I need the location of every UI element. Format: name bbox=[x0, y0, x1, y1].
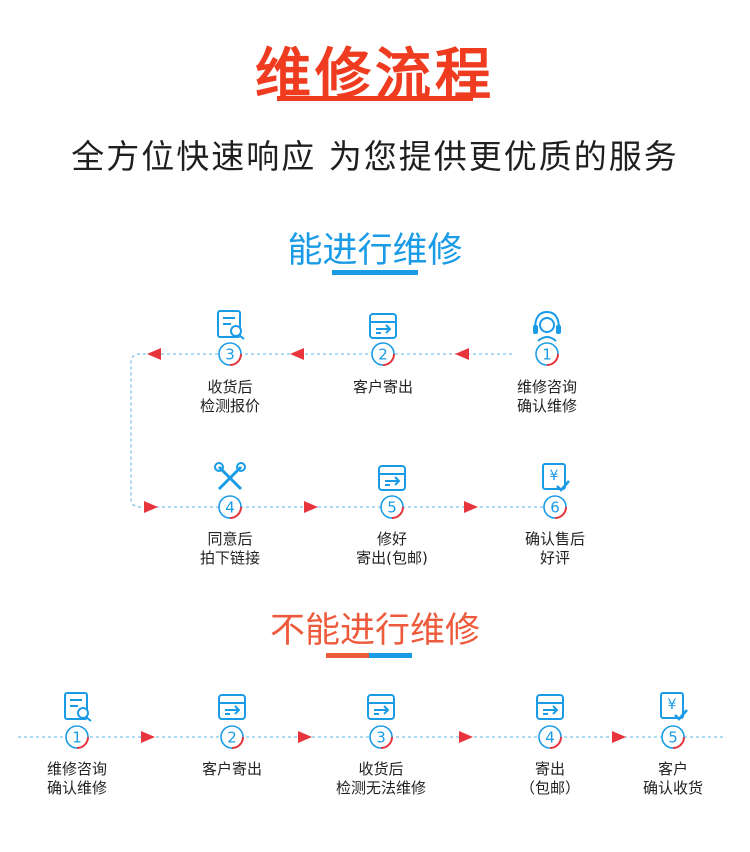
step-circle-accent bbox=[391, 506, 404, 519]
arrow-left bbox=[290, 348, 304, 360]
step-number: 3 bbox=[225, 346, 235, 364]
box-icon bbox=[536, 694, 564, 720]
step-label: 收货后 检测报价 bbox=[199, 378, 260, 415]
yen-check-icon bbox=[659, 691, 689, 721]
arrow-right bbox=[144, 501, 158, 513]
step-label: 确认售后 好评 bbox=[524, 530, 585, 567]
title-underline bbox=[277, 96, 473, 101]
step-number: 1 bbox=[542, 346, 552, 364]
step-label: 寄出 （包邮） bbox=[519, 760, 580, 797]
step-circle-accent bbox=[382, 353, 395, 366]
arrow-left bbox=[147, 348, 161, 360]
tools-icon bbox=[213, 461, 247, 491]
step-label: 收货后 检测无法维修 bbox=[335, 760, 426, 797]
unrepairable-arrows bbox=[141, 731, 626, 743]
step-number: 5 bbox=[387, 499, 397, 517]
section-repairable-underline bbox=[332, 270, 418, 275]
step-number: 3 bbox=[376, 729, 386, 747]
step-label: 维修咨询 确认维修 bbox=[46, 760, 107, 797]
arrow-right bbox=[612, 731, 626, 743]
box-icon bbox=[367, 694, 395, 720]
arrow-right bbox=[304, 501, 318, 513]
document-search-icon bbox=[217, 310, 245, 340]
step-circle-accent bbox=[76, 736, 89, 749]
repairable-connectors bbox=[130, 353, 560, 508]
step-number: 2 bbox=[227, 729, 237, 747]
section-repairable-title: 能进行维修 bbox=[287, 231, 463, 271]
step-circle-accent bbox=[549, 736, 562, 749]
step-label: 修好 寄出(包邮) bbox=[356, 530, 428, 567]
step-circle-accent bbox=[229, 506, 242, 519]
arrow-right bbox=[464, 501, 478, 513]
step-label: 同意后 拍下链接 bbox=[199, 530, 260, 567]
step-number: 1 bbox=[72, 729, 82, 747]
step-label: 客户 确认收货 bbox=[642, 760, 703, 797]
box-icon bbox=[218, 694, 246, 720]
step-circle-accent bbox=[554, 506, 567, 519]
step-number: 2 bbox=[378, 346, 388, 364]
headset-icon bbox=[532, 311, 562, 342]
step-label: 维修咨询 确认维修 bbox=[516, 378, 577, 415]
arrow-left bbox=[455, 348, 469, 360]
step-circle-accent bbox=[546, 353, 559, 366]
step-circle-accent bbox=[672, 736, 685, 749]
step-number: 6 bbox=[550, 499, 560, 517]
step-circle-accent bbox=[229, 353, 242, 366]
section-unrepairable-underline bbox=[326, 653, 412, 658]
step-number: 4 bbox=[225, 499, 235, 517]
box-icon bbox=[378, 465, 406, 491]
arrow-right bbox=[459, 731, 473, 743]
arrow-right bbox=[298, 731, 312, 743]
step-label: 客户寄出 bbox=[201, 760, 262, 778]
box-icon bbox=[369, 313, 397, 339]
arrow-right bbox=[141, 731, 155, 743]
page-subtitle: 全方位快速响应 为您提供更优质的服务 bbox=[71, 137, 679, 176]
step-circle-accent bbox=[380, 736, 393, 749]
step-label: 客户寄出 bbox=[352, 378, 413, 396]
section-unrepairable-title: 不能进行维修 bbox=[269, 611, 480, 651]
step-number: 4 bbox=[545, 729, 555, 747]
document-search-icon bbox=[64, 692, 92, 722]
step-number: 5 bbox=[668, 729, 678, 747]
step-circle-accent bbox=[231, 736, 244, 749]
yen-check-icon bbox=[541, 462, 571, 492]
repairable-arrows bbox=[144, 348, 478, 513]
